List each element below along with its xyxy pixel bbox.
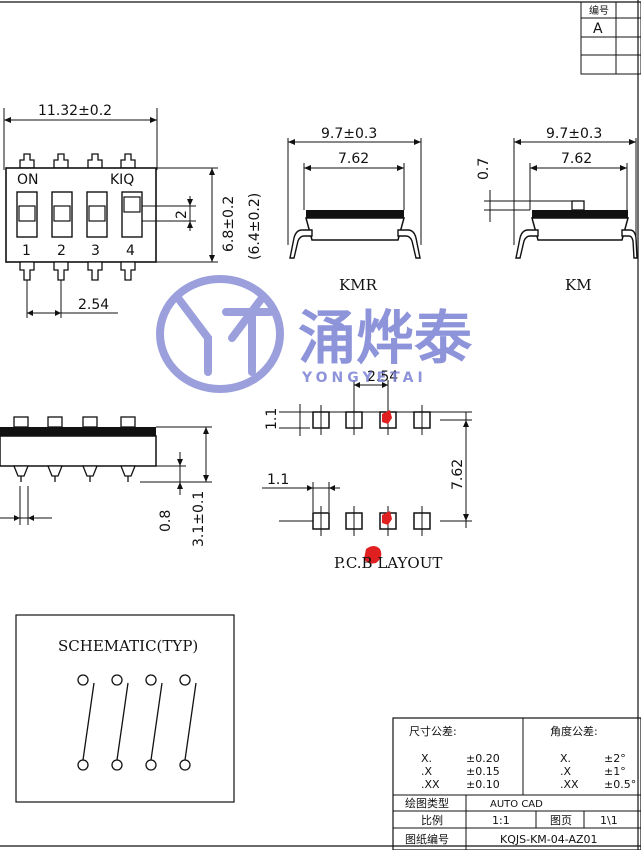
angle-tol-key-3: .XX — [560, 778, 579, 791]
top-pitch-dim: 2.54 — [78, 297, 109, 313]
size-tol-key-1: X. — [421, 752, 432, 765]
title-block: 尺寸公差: 角度公差: X. .X .XX ±0.20 ±0.15 ±0.10 … — [392, 717, 641, 850]
watermark-text: 涌烨泰 — [298, 304, 473, 372]
pcb-pad-centers-upper — [320, 405, 423, 435]
revision-value: A — [593, 21, 603, 37]
kmr-inner-dim: 7.62 — [338, 151, 369, 167]
slider-dim: 2 — [174, 210, 190, 219]
switch-number-4: 4 — [126, 243, 135, 259]
side-lead-dim: 0.8 — [158, 510, 174, 532]
side-view: 0.8 3.1±0.1 — [0, 416, 212, 547]
drawing-type-value: AUTO CAD — [490, 799, 543, 810]
height-dim-alt: (6.4±0.2) — [247, 193, 263, 260]
switch-number-1: 1 — [22, 243, 31, 259]
side-top-strip — [0, 427, 156, 436]
side-height-dim: 3.1±0.1 — [191, 491, 207, 547]
size-tol-value-1: ±0.20 — [466, 752, 500, 765]
size-tol-value-3: ±0.10 — [466, 778, 500, 791]
brand-label: KIQ — [110, 172, 134, 188]
drawing-no-value: KQJS-KM-04-AZ01 — [500, 833, 598, 846]
revision-table: 编号 A — [580, 1, 641, 75]
size-tol-key-2: .X — [421, 765, 432, 778]
drawing-type-label: 绘图类型 — [405, 796, 449, 810]
on-label: ON — [17, 172, 39, 188]
height-dim: 6.8±0.2 — [221, 196, 237, 252]
page-label: 图页 — [550, 814, 572, 827]
schematic-contacts — [77, 674, 191, 771]
kmr-view: 9.7±0.3 7.62 KMR — [287, 126, 422, 294]
scale-label: 比例 — [421, 813, 443, 827]
red-markers — [364, 410, 392, 564]
pcb-pads-upper — [312, 411, 431, 429]
pcb-pad-centers-lower — [320, 506, 423, 536]
pcb-layout-title: P.C.B LAYOUT — [334, 554, 442, 572]
revision-header: 编号 — [589, 4, 609, 17]
top-pins-lower — [19, 261, 136, 281]
slider-knobs — [18, 196, 141, 222]
km-inner-dim: 7.62 — [561, 151, 592, 167]
schematic-switch-arms — [82, 682, 197, 761]
kmr-outer-dim: 9.7±0.3 — [321, 126, 377, 142]
watermark-subtext: YONGYETAI — [301, 370, 427, 386]
km-label: KM — [565, 276, 592, 294]
schematic-title: SCHEMATIC(TYP) — [58, 637, 198, 655]
pcb-pad-dim-v: 1.1 — [264, 408, 280, 430]
angle-tol-value-3: ±0.5° — [604, 778, 636, 791]
watermark-logo — [156, 275, 284, 393]
watermark: 涌烨泰 YONGYETAI — [156, 275, 473, 393]
page-value: 1\1 — [600, 814, 618, 827]
pcb-pitch-dim: 2.54 — [367, 369, 398, 385]
scale-value: 1:1 — [492, 814, 510, 827]
pcb-layout: 2.54 1.1 7.62 1.1 — [262, 369, 472, 572]
top-pins-upper — [19, 153, 136, 169]
top-view: 11.32±0.2 ON KIQ 1 2 3 4 — [3, 103, 263, 318]
km-view: 9.7±0.3 7.62 0.7 KM — [476, 126, 638, 294]
km-outer-dim: 9.7±0.3 — [546, 126, 602, 142]
angle-tolerance-label: 角度公差: — [550, 724, 598, 738]
size-tolerance-label: 尺寸公差: — [409, 724, 457, 738]
top-width-dim: 11.32±0.2 — [38, 103, 112, 119]
switch-number-3: 3 — [91, 243, 100, 259]
switch-number-2: 2 — [57, 243, 66, 259]
angle-tol-key-1: X. — [560, 752, 571, 765]
angle-tol-value-1: ±2° — [604, 752, 626, 765]
schematic: SCHEMATIC(TYP) — [15, 614, 235, 803]
drawing-no-label: 图纸编号 — [405, 832, 449, 846]
angle-tol-key-2: .X — [560, 765, 571, 778]
size-tol-key-3: .XX — [421, 778, 440, 791]
size-tol-value-2: ±0.15 — [466, 765, 500, 778]
pcb-pad-dim-h: 1.1 — [267, 472, 289, 488]
angle-tol-value-2: ±1° — [604, 765, 626, 778]
slider-windows — [16, 191, 143, 238]
km-actuator-dim: 0.7 — [476, 158, 492, 180]
side-leads — [13, 465, 136, 482]
pcb-pads-lower — [312, 512, 431, 530]
pcb-row-dim: 7.62 — [450, 459, 466, 490]
side-body — [0, 435, 157, 467]
kmr-label: KMR — [339, 276, 378, 294]
